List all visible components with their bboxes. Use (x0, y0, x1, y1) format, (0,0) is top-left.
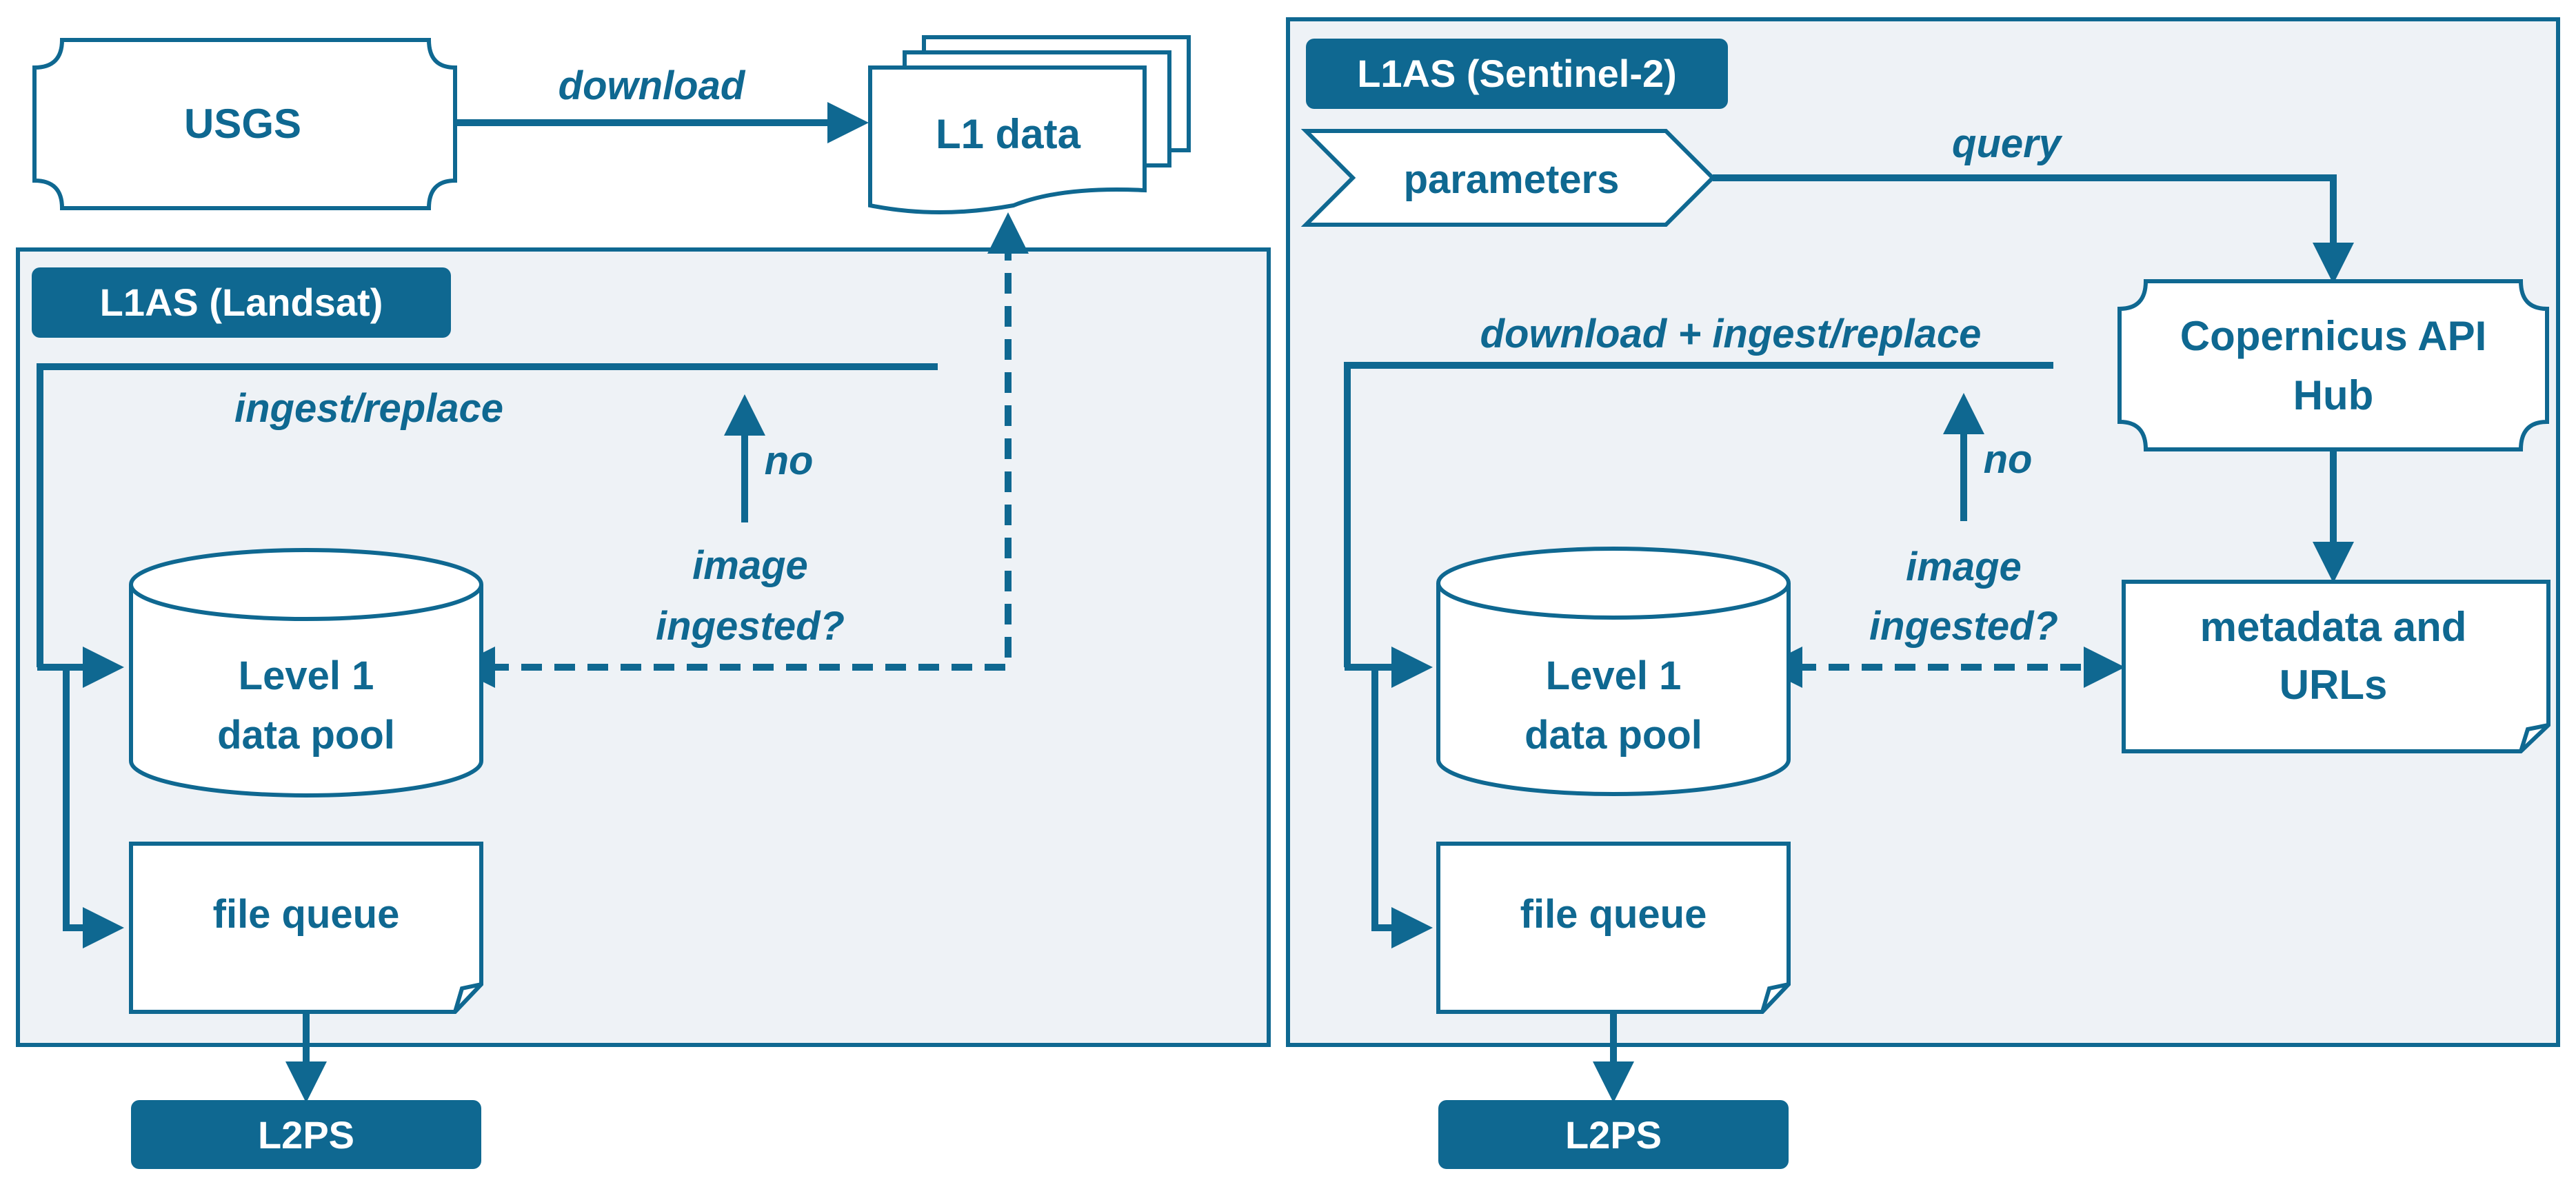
sentinel-pool-line2: data pool (1525, 713, 1702, 758)
l1-data-documents: L1 data (868, 35, 1191, 214)
metadata-line2: URLs (2280, 662, 2388, 708)
landsat-dashed-connector (454, 212, 1029, 688)
sentinel-trunk-to-queue (1371, 667, 1433, 948)
download-label: download (559, 63, 746, 108)
query-arrow (1713, 174, 2354, 284)
landsat-no-label: no (765, 438, 814, 483)
parameters-label: parameters (1404, 157, 1620, 202)
sentinel-decision-line1: image (1906, 545, 2022, 589)
query-label: query (1952, 121, 2063, 166)
sentinel-l2ps-box: L2PS (1438, 1100, 1789, 1169)
sentinel-pool-line1: Level 1 (1546, 653, 1682, 698)
landsat-l2ps-label: L2PS (258, 1113, 354, 1157)
l1-data-label: L1 data (936, 111, 1081, 157)
landsat-title-text: L1AS (Landsat) (100, 281, 383, 324)
sentinel-no-label: no (1984, 437, 2033, 482)
landsat-decision-line1: image (692, 543, 808, 588)
usgs-label: USGS (184, 101, 301, 147)
sentinel-panel-title: L1AS (Sentinel-2) (1306, 39, 1728, 109)
hub-line1: Copernicus API (2180, 313, 2487, 359)
parameters-box: parameters (1300, 129, 1716, 227)
hub-line2: Hub (2293, 372, 2374, 418)
landsat-file-queue: file queue (129, 842, 483, 1014)
sentinel-l2ps-label: L2PS (1565, 1113, 1662, 1157)
landsat-pool-line1: Level 1 (239, 653, 374, 698)
sentinel-title-text: L1AS (Sentinel-2) (1357, 52, 1677, 95)
sentinel-ingest-label: download + ingest/replace (1480, 312, 1982, 356)
sentinel-ingest-line (1344, 362, 2053, 667)
usgs-source-box: USGS (32, 38, 457, 210)
sentinel-file-queue: file queue (1436, 842, 1791, 1014)
landsat-l2ps-box: L2PS (131, 1100, 481, 1169)
sentinel-data-pool: Level 1 data pool (1436, 547, 1791, 796)
landsat-data-pool: Level 1 data pool (129, 548, 483, 797)
sentinel-decision-line2: ingested? (1869, 604, 2058, 649)
metadata-urls-box: metadata and URLs (2122, 580, 2550, 753)
sentinel-queue-label: file queue (1520, 892, 1707, 937)
landsat-decision-line2: ingested? (656, 604, 845, 649)
landsat-ingest-label: ingest/replace (234, 386, 503, 431)
landsat-trunk-to-queue (63, 667, 124, 948)
landsat-queue-label: file queue (213, 892, 400, 937)
landsat-pool-line2: data pool (217, 713, 395, 758)
metadata-line1: metadata and (2200, 604, 2467, 650)
copernicus-hub-box: Copernicus API Hub (2117, 279, 2549, 451)
landsat-panel-title: L1AS (Landsat) (32, 267, 451, 338)
